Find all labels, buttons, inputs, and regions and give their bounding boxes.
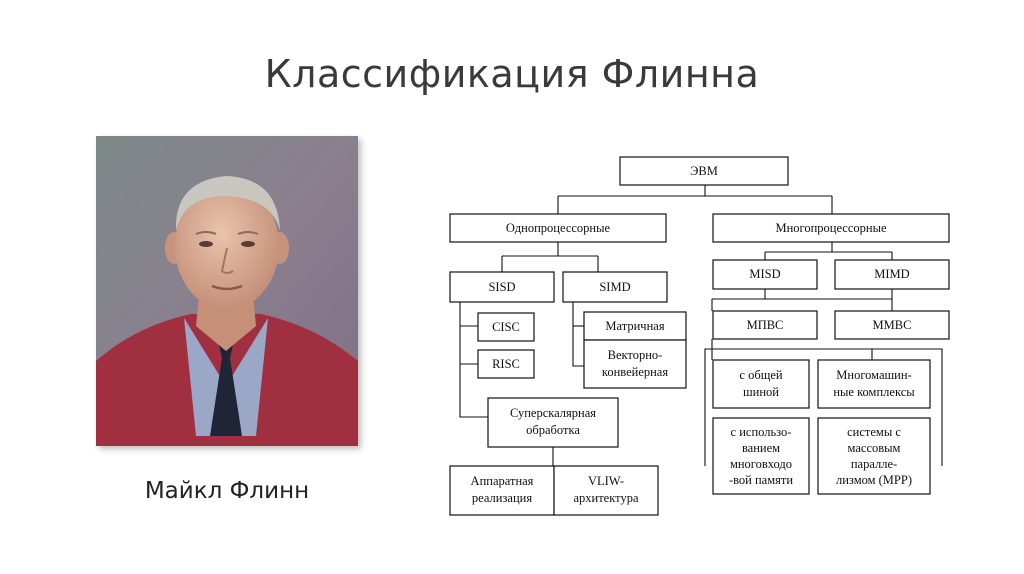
node-misd-label: MISD <box>749 267 780 281</box>
node-mpp-line3: паралле- <box>851 457 897 471</box>
node-multiport-line3: многовходо <box>730 457 792 471</box>
node-evm: ЭВМ <box>619 156 789 186</box>
node-multiport-line2: ванием <box>742 441 780 455</box>
node-hardware-line1: Аппаратная <box>471 474 534 488</box>
node-misd: MISD <box>712 259 818 290</box>
node-risc-label: RISC <box>492 357 520 371</box>
node-matrix: Матричная <box>583 311 687 341</box>
node-vector-line1: Векторно- <box>608 348 663 362</box>
node-mmvs: ММВС <box>834 310 950 340</box>
node-vector-line2: конвейерная <box>602 365 668 379</box>
node-vliw: VLIW- архитектура <box>553 465 659 516</box>
node-mpp: системы с массовым паралле- лизмом (MPP) <box>817 417 931 495</box>
node-superscalar: Суперскалярная обработка <box>487 397 619 448</box>
node-cisc-label: CISC <box>492 320 520 334</box>
node-multiport-line4: -вой памяти <box>729 473 793 487</box>
node-simd-label: SIMD <box>599 280 630 294</box>
node-multi-processor-label: Многопроцессорные <box>775 221 887 235</box>
portrait-photo <box>96 136 358 446</box>
photo-caption: Майкл Флинн <box>144 478 310 504</box>
node-mpvs-label: МПВС <box>747 318 784 332</box>
node-cisc: CISC <box>477 312 535 342</box>
node-sisd-label: SISD <box>488 280 515 294</box>
node-mpp-line1: системы с <box>847 425 901 439</box>
node-single-processor-label: Однопроцессорные <box>506 221 611 235</box>
node-multimachine: Многомашин- ные комплексы <box>817 359 931 409</box>
node-common-bus: с общей шиной <box>712 359 810 409</box>
node-evm-label: ЭВМ <box>690 164 718 178</box>
node-common-bus-line2: шиной <box>743 385 779 399</box>
node-simd: SIMD <box>562 271 668 303</box>
node-mpvs: МПВС <box>712 310 818 340</box>
portrait-illustration <box>96 136 358 446</box>
slide-title: Классификация Флинна <box>264 52 760 96</box>
node-matrix-label: Матричная <box>605 319 664 333</box>
node-mpp-line4: лизмом (MPP) <box>836 473 912 487</box>
node-sisd: SISD <box>449 271 555 303</box>
node-hardware: Аппаратная реализация <box>449 465 555 516</box>
node-multiport-line1: с использо- <box>731 425 792 439</box>
node-mpp-line2: массовым <box>848 441 901 455</box>
node-vliw-line1: VLIW- <box>588 474 624 488</box>
node-superscalar-line2: обработка <box>526 423 580 437</box>
node-mmvs-label: ММВС <box>873 318 912 332</box>
node-hardware-line2: реализация <box>472 491 532 505</box>
node-risc: RISC <box>477 349 535 379</box>
connector-lines <box>459 185 943 466</box>
node-mimd-label: MIMD <box>874 267 909 281</box>
node-common-bus-line1: с общей <box>739 368 782 382</box>
node-superscalar-line1: Суперскалярная <box>510 406 596 420</box>
node-multiport-memory: с использо- ванием многовходо -вой памят… <box>712 417 810 495</box>
node-multi-processor: Многопроцессорные <box>712 213 950 243</box>
node-single-processor: Однопроцессорные <box>449 213 667 243</box>
node-multimachine-line2: ные комплексы <box>833 385 915 399</box>
node-mimd: MIMD <box>834 259 950 290</box>
node-vliw-line2: архитектура <box>573 491 638 505</box>
node-vector: Векторно- конвейерная <box>583 339 687 389</box>
node-multimachine-line1: Многомашин- <box>836 368 911 382</box>
